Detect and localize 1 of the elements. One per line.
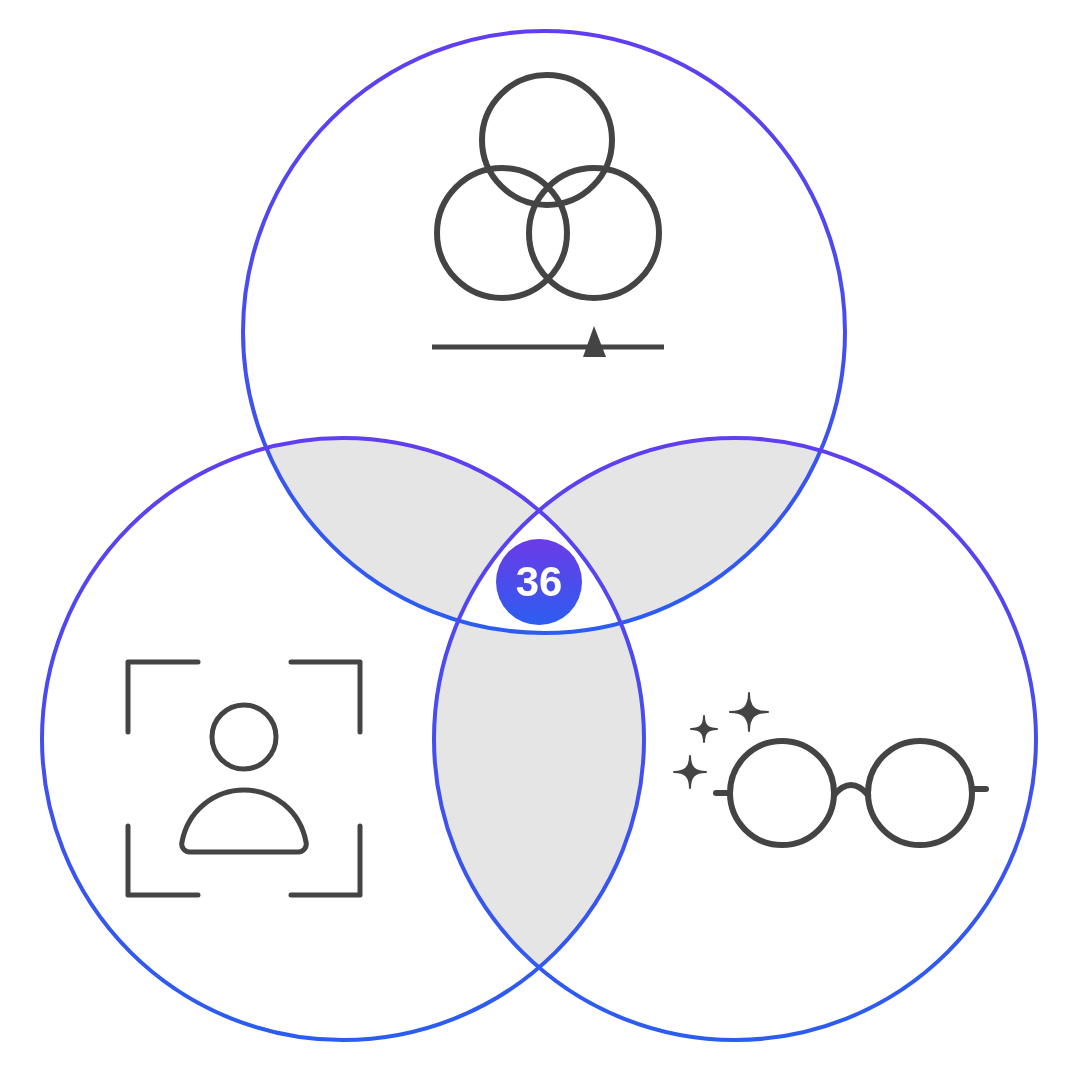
number-badge: 36 — [496, 539, 582, 625]
